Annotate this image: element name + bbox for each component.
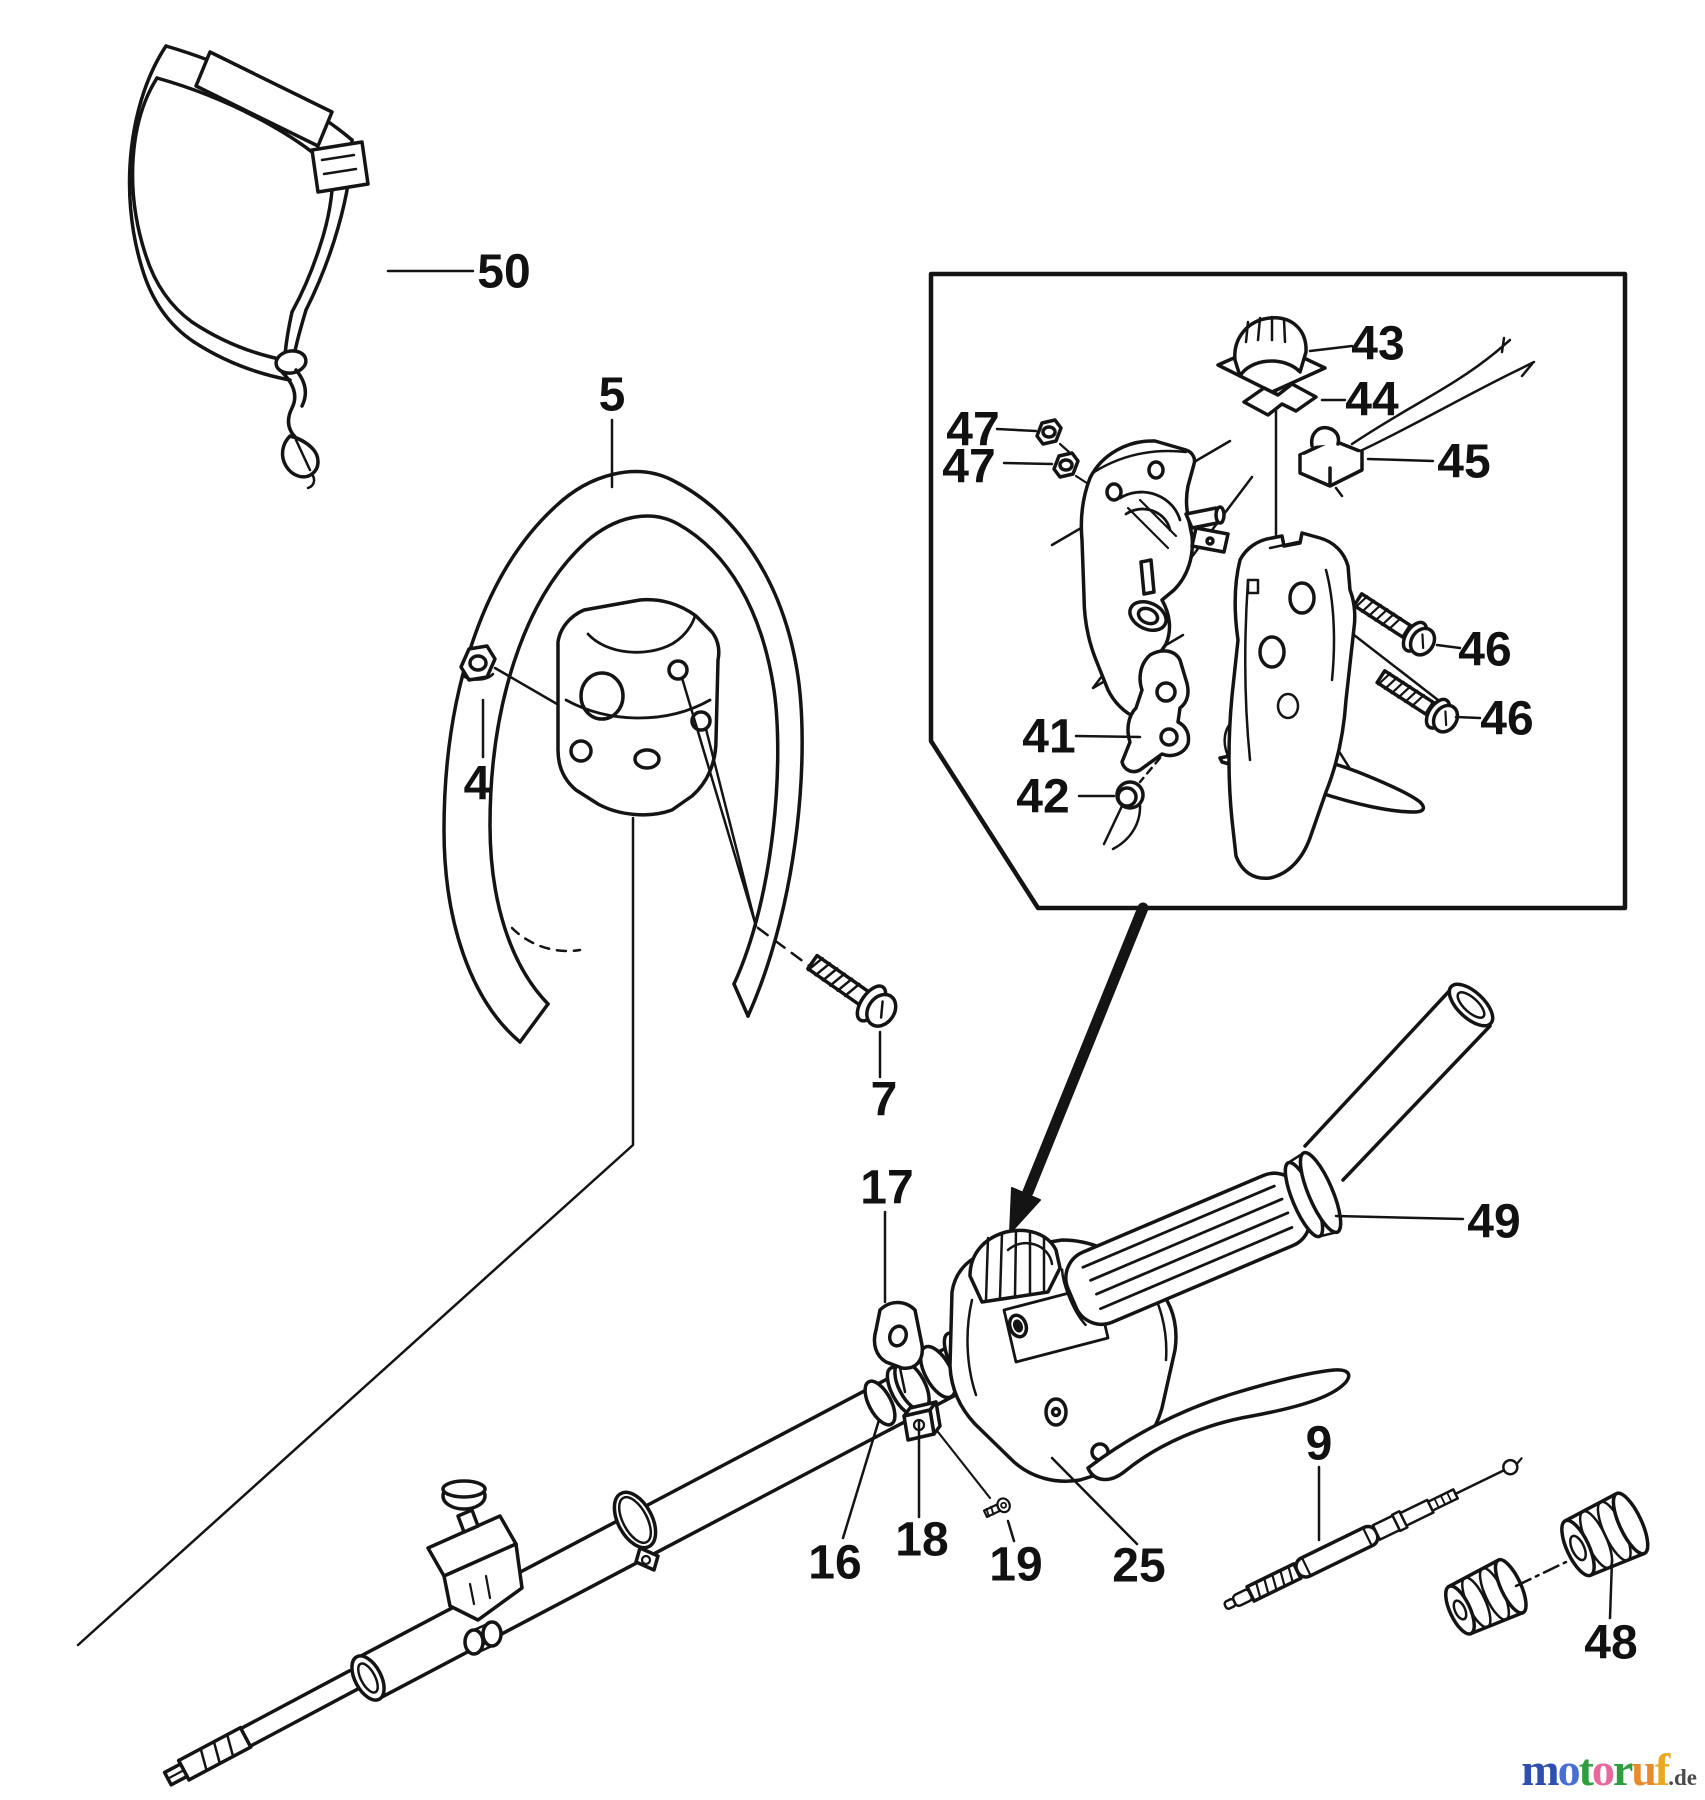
part-label-stop-switch: 45 [1437, 436, 1490, 489]
part-drawing-housing-nuts [1035, 418, 1095, 489]
leader-clamp-screw [1006, 1519, 1016, 1543]
part-drawing-throttle-cable [1223, 1457, 1523, 1610]
part-drawing-upper-tube [1303, 982, 1495, 1182]
part-label-throttle-cable: 9 [1306, 1418, 1333, 1471]
part-label-handle-bolt: 7 [871, 1074, 898, 1127]
shaft-cable-clamp [426, 1479, 524, 1656]
part-drawing-drive-shaft [162, 1300, 1011, 1787]
part-label-shaft-collar: 16 [808, 1537, 861, 1590]
part-label-foam-grip: 49 [1467, 1196, 1520, 1249]
watermark-letter: f [1654, 1744, 1670, 1795]
part-label-shaft-coupling-damper: 48 [1584, 1617, 1637, 1670]
part-drawing-handle-bolt [680, 676, 898, 1028]
part-drawing-housing-half-right [1218, 531, 1426, 881]
watermark-letter: m [1521, 1744, 1559, 1795]
harness-buckle [310, 140, 370, 194]
part-label-housing-nut-lower: 47 [942, 441, 995, 494]
leader-housing-nut-upper [995, 427, 1038, 433]
part-label-cable-clamp-block: 18 [895, 1514, 948, 1567]
leader-stop-switch [1366, 457, 1435, 463]
part-label-housing-nut-upper: 47 [946, 404, 999, 457]
part-drawing-handle-clamp [556, 597, 721, 817]
part-label-shoulder-harness: 50 [477, 246, 530, 299]
part-label-housing-screw-upper: 46 [1458, 624, 1511, 677]
watermark-suffix: .de [1668, 1765, 1697, 1790]
part-label-clamp-screw: 19 [989, 1539, 1042, 1592]
watermark: motoruf.de [1521, 1743, 1697, 1796]
harness-hook [280, 434, 320, 479]
leader-housing-screw-lower [1454, 715, 1482, 720]
watermark-brand: motoruf [1521, 1744, 1670, 1795]
watermark-letter: u [1631, 1744, 1657, 1795]
part-label-switch-cap: 43 [1351, 318, 1404, 371]
watermark-letter: r [1612, 1744, 1633, 1795]
leader-switch-cap [1308, 344, 1354, 353]
leader-throttle-lever [1074, 734, 1142, 739]
part-drawing-foam-grip [1060, 1150, 1343, 1327]
part-label-loop-handle: 5 [599, 369, 626, 422]
part-label-handle-nut: 4 [464, 758, 491, 811]
part-drawing-switch-clip [1242, 382, 1318, 417]
throttle-trigger [1086, 1368, 1351, 1482]
small-screw [982, 1497, 1011, 1519]
part-drawing-switch-cap [1216, 315, 1327, 394]
part-drawing-stop-switch [1298, 336, 1536, 498]
part-label-lever-spring: 42 [1016, 771, 1069, 824]
part-label-switch-clip: 44 [1345, 374, 1399, 427]
part-label-housing-screw-lower: 46 [1480, 693, 1533, 746]
part-label-shaft-bracket-tab: 17 [860, 1162, 913, 1215]
part-label-throttle-housing: 25 [1112, 1540, 1165, 1593]
part-drawing-throttle-lever [1120, 649, 1191, 784]
inset-box [928, 271, 1628, 911]
part-drawing-coupling-damper [1444, 1491, 1650, 1636]
leader-throttle-housing [1050, 1456, 1139, 1546]
inset-pointer-arrow [1009, 902, 1149, 1234]
part-drawing-lever-spring [1102, 780, 1145, 851]
watermark-letter: o [1557, 1744, 1581, 1795]
handle-position-line [76, 816, 635, 1647]
watermark-letter: t [1578, 1744, 1594, 1795]
part-drawing-loop-handle [442, 469, 804, 1044]
part-drawing-shoulder-harness [127, 44, 370, 490]
watermark-letter: o [1591, 1744, 1615, 1795]
harness-pad [194, 50, 334, 148]
leader-housing-screw-upper [1435, 643, 1462, 650]
part-drawing-housing-screws [1352, 592, 1460, 734]
leader-shaft-collar [841, 1418, 881, 1540]
part-label-throttle-lever: 41 [1022, 711, 1075, 764]
leader-foam-grip [1334, 1214, 1465, 1221]
part-drawing-handle-nut [459, 644, 559, 706]
leader-shaft-coupling-damper [1608, 1558, 1614, 1620]
shaft-bracket-tab [872, 1300, 925, 1394]
part-drawing-housing-half-left [1079, 439, 1230, 724]
leader-housing-nut-lower [1002, 461, 1054, 466]
